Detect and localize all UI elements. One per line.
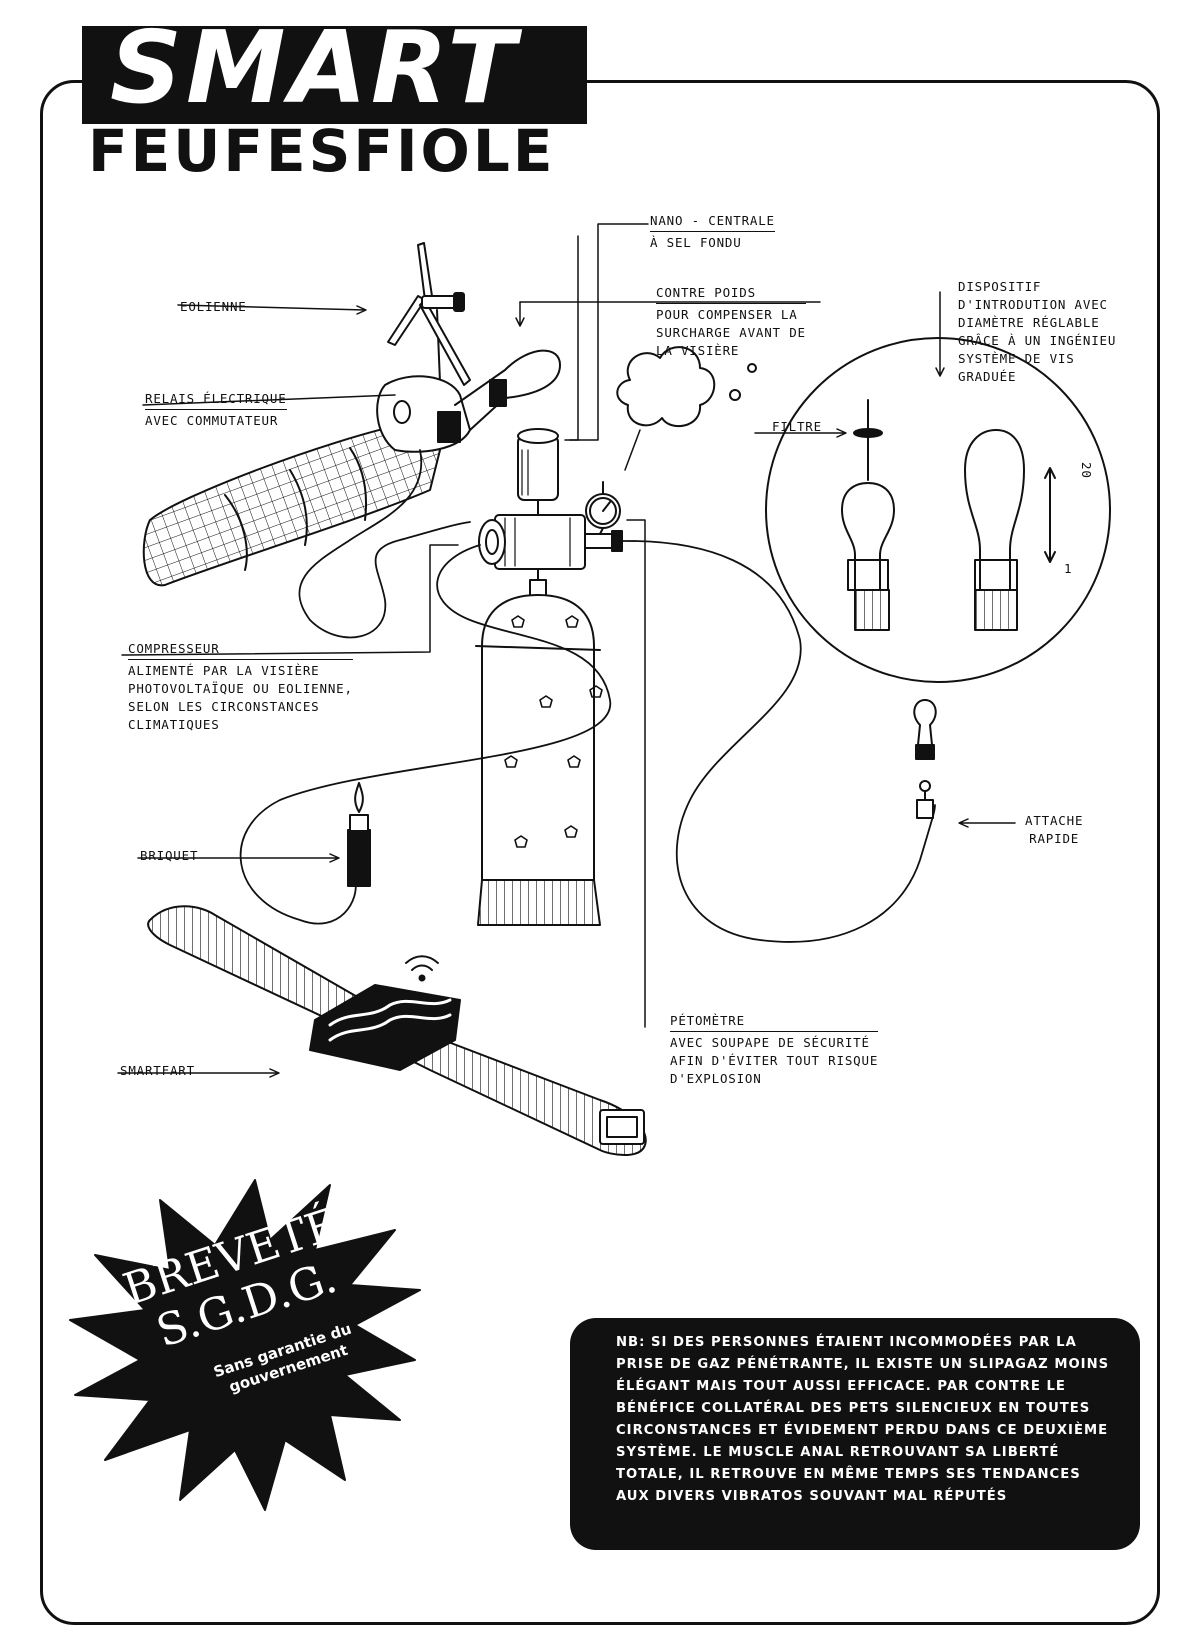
label-briquet: Briquet: [140, 848, 199, 863]
label-eolienne: Eolienne: [180, 299, 247, 314]
detail-circle: [765, 337, 1111, 683]
note-box: NB: Si des personnes étaient incommodées…: [570, 1318, 1140, 1550]
smartfart-watch: [147, 905, 647, 1156]
label-scale-bottom: 1: [1064, 561, 1073, 576]
label-dispositif: dispositif d'introdution avec diamètre r…: [958, 279, 1117, 384]
gauge-dial: [585, 481, 621, 535]
label-petometre: Pétomètre avec soupape de sécurité afin …: [670, 1013, 879, 1086]
label-relais: Relais électrique avec commutateur: [145, 391, 287, 428]
title-sub: FEUFESFIOLE: [88, 117, 556, 185]
label-smartfart: Smartfart: [120, 1063, 195, 1078]
wind-turbine: [387, 242, 471, 386]
lighter: [347, 782, 371, 887]
note-text: NB: Si des personnes étaient incommodées…: [616, 1335, 1110, 1504]
title-banner: [82, 26, 587, 124]
label-scale-top: 20: [1079, 462, 1094, 479]
page-frame: [40, 80, 1160, 1625]
leader-lines: [117, 223, 1016, 1078]
height-scale: [1044, 467, 1056, 563]
solar-visor: [142, 349, 561, 587]
label-filtre: Filtre: [772, 419, 822, 434]
label-contre-poids: Contre poids pour compenser la surcharge…: [656, 285, 806, 358]
nozzle-left: [841, 399, 895, 631]
label-attache: Attache rapide: [1025, 813, 1084, 846]
smoke-cloud: [616, 346, 757, 471]
label-nano-centrale: Nano - centrale à sel fondu: [650, 213, 775, 250]
patent-starburst: [69, 1179, 421, 1511]
title-main: SMART: [110, 9, 520, 126]
label-compresseur: Compresseur alimenté par la visière phot…: [128, 641, 353, 732]
nozzle-right: [964, 429, 1025, 631]
quick-attach: [913, 699, 937, 819]
nano-centrale-cylinder: [517, 428, 559, 516]
gas-bottle: [475, 579, 603, 926]
compressor-unit: [478, 514, 623, 591]
